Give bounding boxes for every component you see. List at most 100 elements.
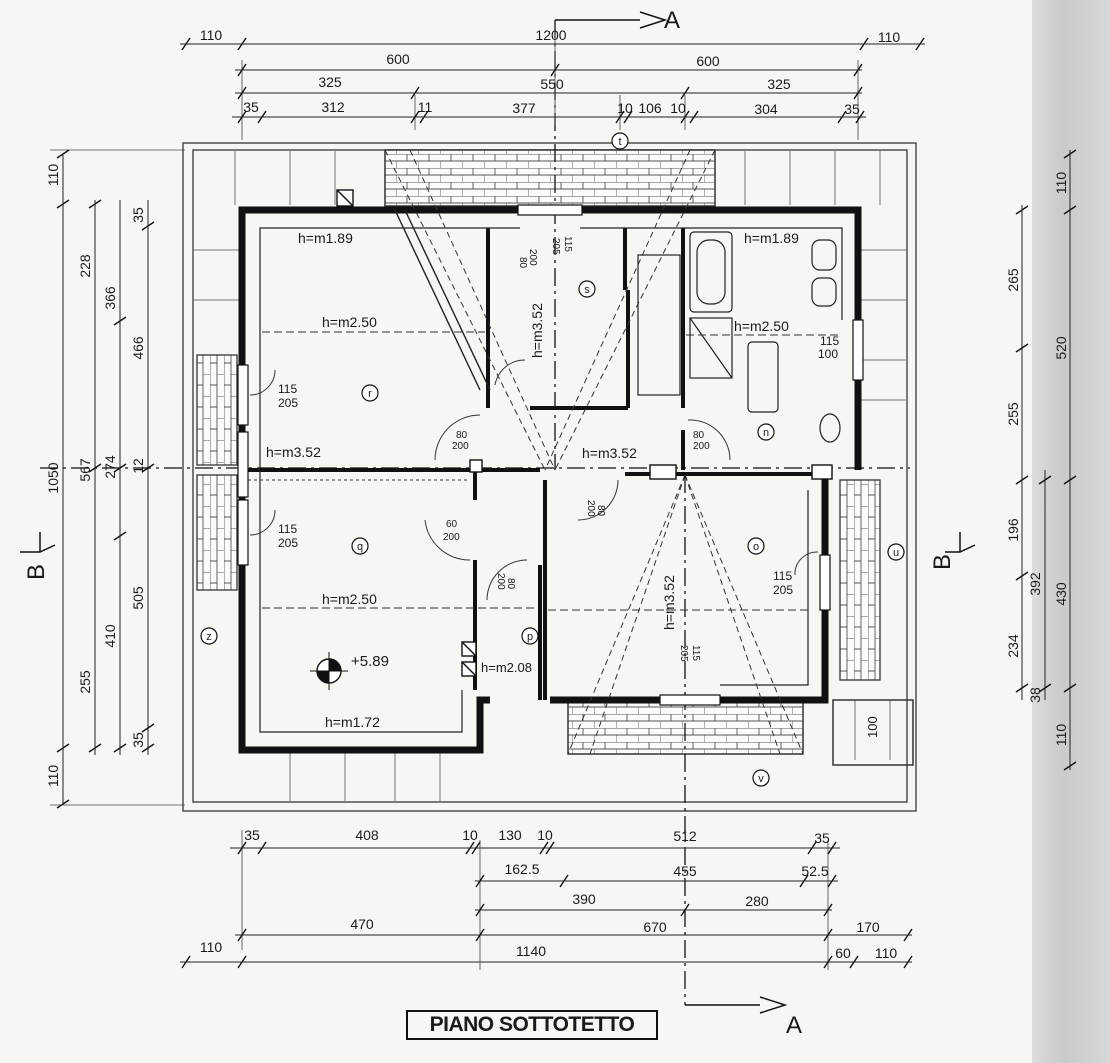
terrace-top — [384, 149, 716, 207]
dim-top-110-right: 110 — [878, 29, 901, 45]
exterior-walls — [238, 206, 862, 754]
terrace-right — [839, 479, 881, 681]
door-mark-3b: 200 — [585, 500, 596, 517]
room-id-q: q — [357, 541, 363, 553]
elevation-value: +5.89 — [351, 653, 389, 670]
bottom-dimension-texts: 35 408 10 130 10 512 35 162.5 455 52.5 3… — [200, 827, 898, 961]
door-mark-6b: 200 — [443, 532, 460, 543]
height-r-mid: h=m2.50 — [322, 314, 377, 330]
dim-top-304: 304 — [754, 101, 778, 117]
dim-top-10-a: 10 — [617, 100, 633, 116]
skylight-marks: 115 205 115 205 — [550, 236, 701, 662]
door-mark-5b: 200 — [527, 249, 538, 266]
section-a-arrow-top — [555, 11, 668, 29]
dim-left-12: 12 — [130, 458, 146, 474]
room-id-t: t — [618, 136, 621, 148]
height-s: h=m3.52 — [529, 303, 545, 358]
balcony-bottom-right — [832, 699, 914, 766]
skylight-mark-2b: 205 — [678, 645, 689, 662]
dim-left-35-top: 35 — [130, 207, 146, 223]
section-b-marker-right — [945, 532, 976, 553]
top-dimension-texts: 110 1200 110 600 600 325 550 325 35 312 … — [200, 27, 901, 117]
door-swings — [249, 359, 819, 601]
height-p: h=m2.08 — [481, 660, 532, 675]
flue-boxes — [336, 189, 833, 677]
dim-bot-110-right: 110 — [875, 945, 898, 961]
dim-top-10-b: 10 — [670, 100, 686, 116]
dim-bot-390: 390 — [572, 891, 596, 907]
extension-lines — [50, 30, 859, 970]
height-q-low: h=m1.72 — [325, 714, 380, 730]
dim-top-600-left: 600 — [386, 51, 410, 67]
dim-top-11: 11 — [418, 99, 433, 115]
window-mark-2b: 205 — [278, 536, 298, 550]
dim-bot-512: 512 — [673, 828, 697, 844]
door-marks: 80 200 80 200 80 200 80 200 80 200 60 20… — [443, 249, 710, 590]
section-b-marker-left — [20, 532, 56, 553]
window-mark-5: 100 — [865, 716, 880, 738]
section-a-arrow-bottom — [685, 996, 788, 1014]
dim-bot-110-left: 110 — [200, 939, 223, 955]
dim-top-550: 550 — [540, 76, 564, 92]
room-ids: t s r n q o p z u v — [206, 136, 899, 785]
dim-left-110-top: 110 — [45, 164, 61, 187]
dim-left-410: 410 — [102, 624, 118, 648]
dim-bot-35-right: 35 — [814, 830, 830, 846]
roof-ridge-lines — [384, 149, 804, 755]
dim-top-106: 106 — [638, 100, 662, 116]
height-n-low: h=m1.89 — [744, 230, 799, 246]
roof-rafters — [193, 150, 907, 802]
dim-left-228: 228 — [77, 254, 93, 278]
door-mark-5a: 80 — [517, 257, 528, 269]
terrace-left-upper — [196, 354, 238, 466]
window-mark-4b: 100 — [818, 347, 838, 361]
section-a-label-top: A — [664, 7, 680, 34]
dim-left-255: 255 — [77, 670, 93, 694]
height-n-mid: h=m2.50 — [734, 318, 789, 334]
window-mark-4a: 115 — [820, 334, 839, 348]
dim-left-567: 567 — [77, 458, 93, 482]
room-id-n: n — [763, 427, 769, 439]
dim-left-1050: 1050 — [45, 462, 61, 493]
height-r-low: h=m1.89 — [298, 230, 353, 246]
dim-top-312: 312 — [321, 99, 345, 115]
room-id-p: p — [527, 631, 533, 643]
dim-right-430: 430 — [1053, 582, 1069, 606]
dim-left-466: 466 — [130, 336, 146, 360]
dim-bot-1140: 1140 — [516, 943, 546, 959]
section-b-label-left: B — [23, 564, 50, 580]
dim-bot-408: 408 — [355, 827, 379, 843]
section-b-label-right: B — [929, 554, 956, 570]
wall-windows — [237, 204, 864, 706]
door-mark-4a: 80 — [505, 578, 516, 590]
room-id-circles — [200, 132, 905, 787]
elevation-symbol — [310, 652, 348, 690]
dim-right-110-top: 110 — [1053, 172, 1069, 195]
dimension-ticks — [56, 37, 1077, 969]
ceiling-lines — [248, 331, 842, 611]
dim-top-1200: 1200 — [535, 27, 566, 43]
room-id-u: u — [893, 547, 899, 559]
dim-top-325-right: 325 — [767, 76, 791, 92]
dim-left-35-bot: 35 — [130, 732, 146, 748]
room-id-z: z — [206, 631, 212, 643]
window-mark-3a: 115 — [773, 569, 792, 583]
height-labels: h=m1.89 h=m2.50 h=m3.52 h=m1.89 h=m2.50 … — [266, 230, 799, 730]
room-id-v: v — [758, 773, 764, 785]
height-q-mid: h=m2.50 — [322, 591, 377, 607]
dim-right-38: 38 — [1027, 687, 1043, 703]
dim-right-392: 392 — [1027, 572, 1043, 596]
dim-left-274: 274 — [102, 455, 118, 479]
height-o: h=m3.52 — [661, 575, 677, 630]
dim-top-600-right: 600 — [696, 53, 720, 69]
left-dimension-texts: 110 1050 110 228 567 255 366 274 410 466… — [45, 164, 146, 788]
height-corridor-left: h=m3.52 — [266, 444, 321, 460]
dim-bot-670: 670 — [643, 919, 667, 935]
dim-left-110-bot: 110 — [45, 765, 61, 788]
height-corridor-right: h=m3.52 — [582, 445, 637, 461]
plan-title: PIANO SOTTOTETTO — [406, 1010, 658, 1040]
dim-right-110-bot: 110 — [1053, 724, 1069, 747]
dim-left-366: 366 — [102, 286, 118, 310]
door-mark-2a: 80 — [693, 430, 705, 441]
